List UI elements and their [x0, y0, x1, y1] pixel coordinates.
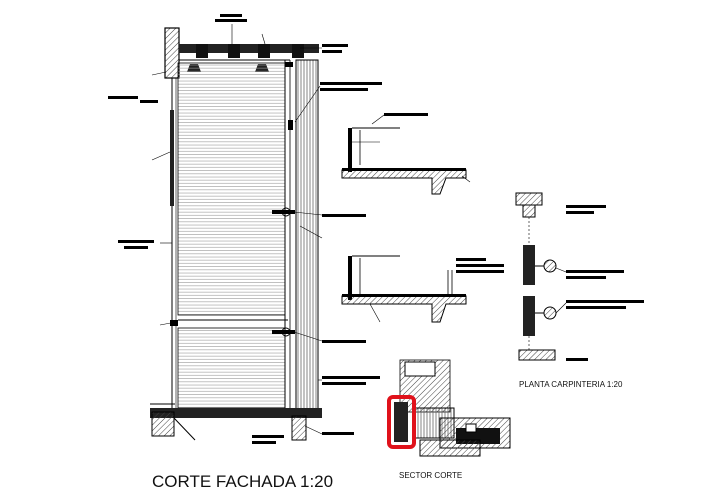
beam-1 — [196, 44, 208, 58]
beam-3 — [258, 44, 270, 58]
carpentry-plan-drawing — [515, 192, 644, 361]
handle-icon — [272, 210, 295, 214]
highlighted-sector-marker — [387, 395, 416, 449]
carpentry-plan-title: PLANTA CARPINTERIA 1:20 — [519, 380, 623, 389]
beam-2 — [228, 44, 240, 58]
sector-key-plan — [387, 359, 511, 457]
detail-canopy-upper — [341, 113, 471, 195]
right-footing — [291, 415, 307, 441]
main-section-title: CORTE FACHADA 1:20 — [152, 472, 333, 491]
exterior-cladding — [295, 59, 319, 411]
louvre-panel-upper — [177, 62, 286, 316]
handle-icon — [272, 330, 295, 334]
floor-slab — [150, 408, 322, 418]
left-footing — [151, 411, 175, 437]
sector-title: SECTOR CORTE — [399, 471, 462, 480]
facade-section-drawing — [108, 14, 382, 444]
detail-canopy-lower — [341, 255, 504, 323]
beam-4 — [292, 44, 304, 58]
louvre-panel-lower — [177, 327, 286, 409]
hinge-icon — [543, 259, 557, 273]
top-slab — [179, 44, 319, 53]
left-column — [164, 27, 180, 79]
hinge-icon — [543, 306, 557, 320]
